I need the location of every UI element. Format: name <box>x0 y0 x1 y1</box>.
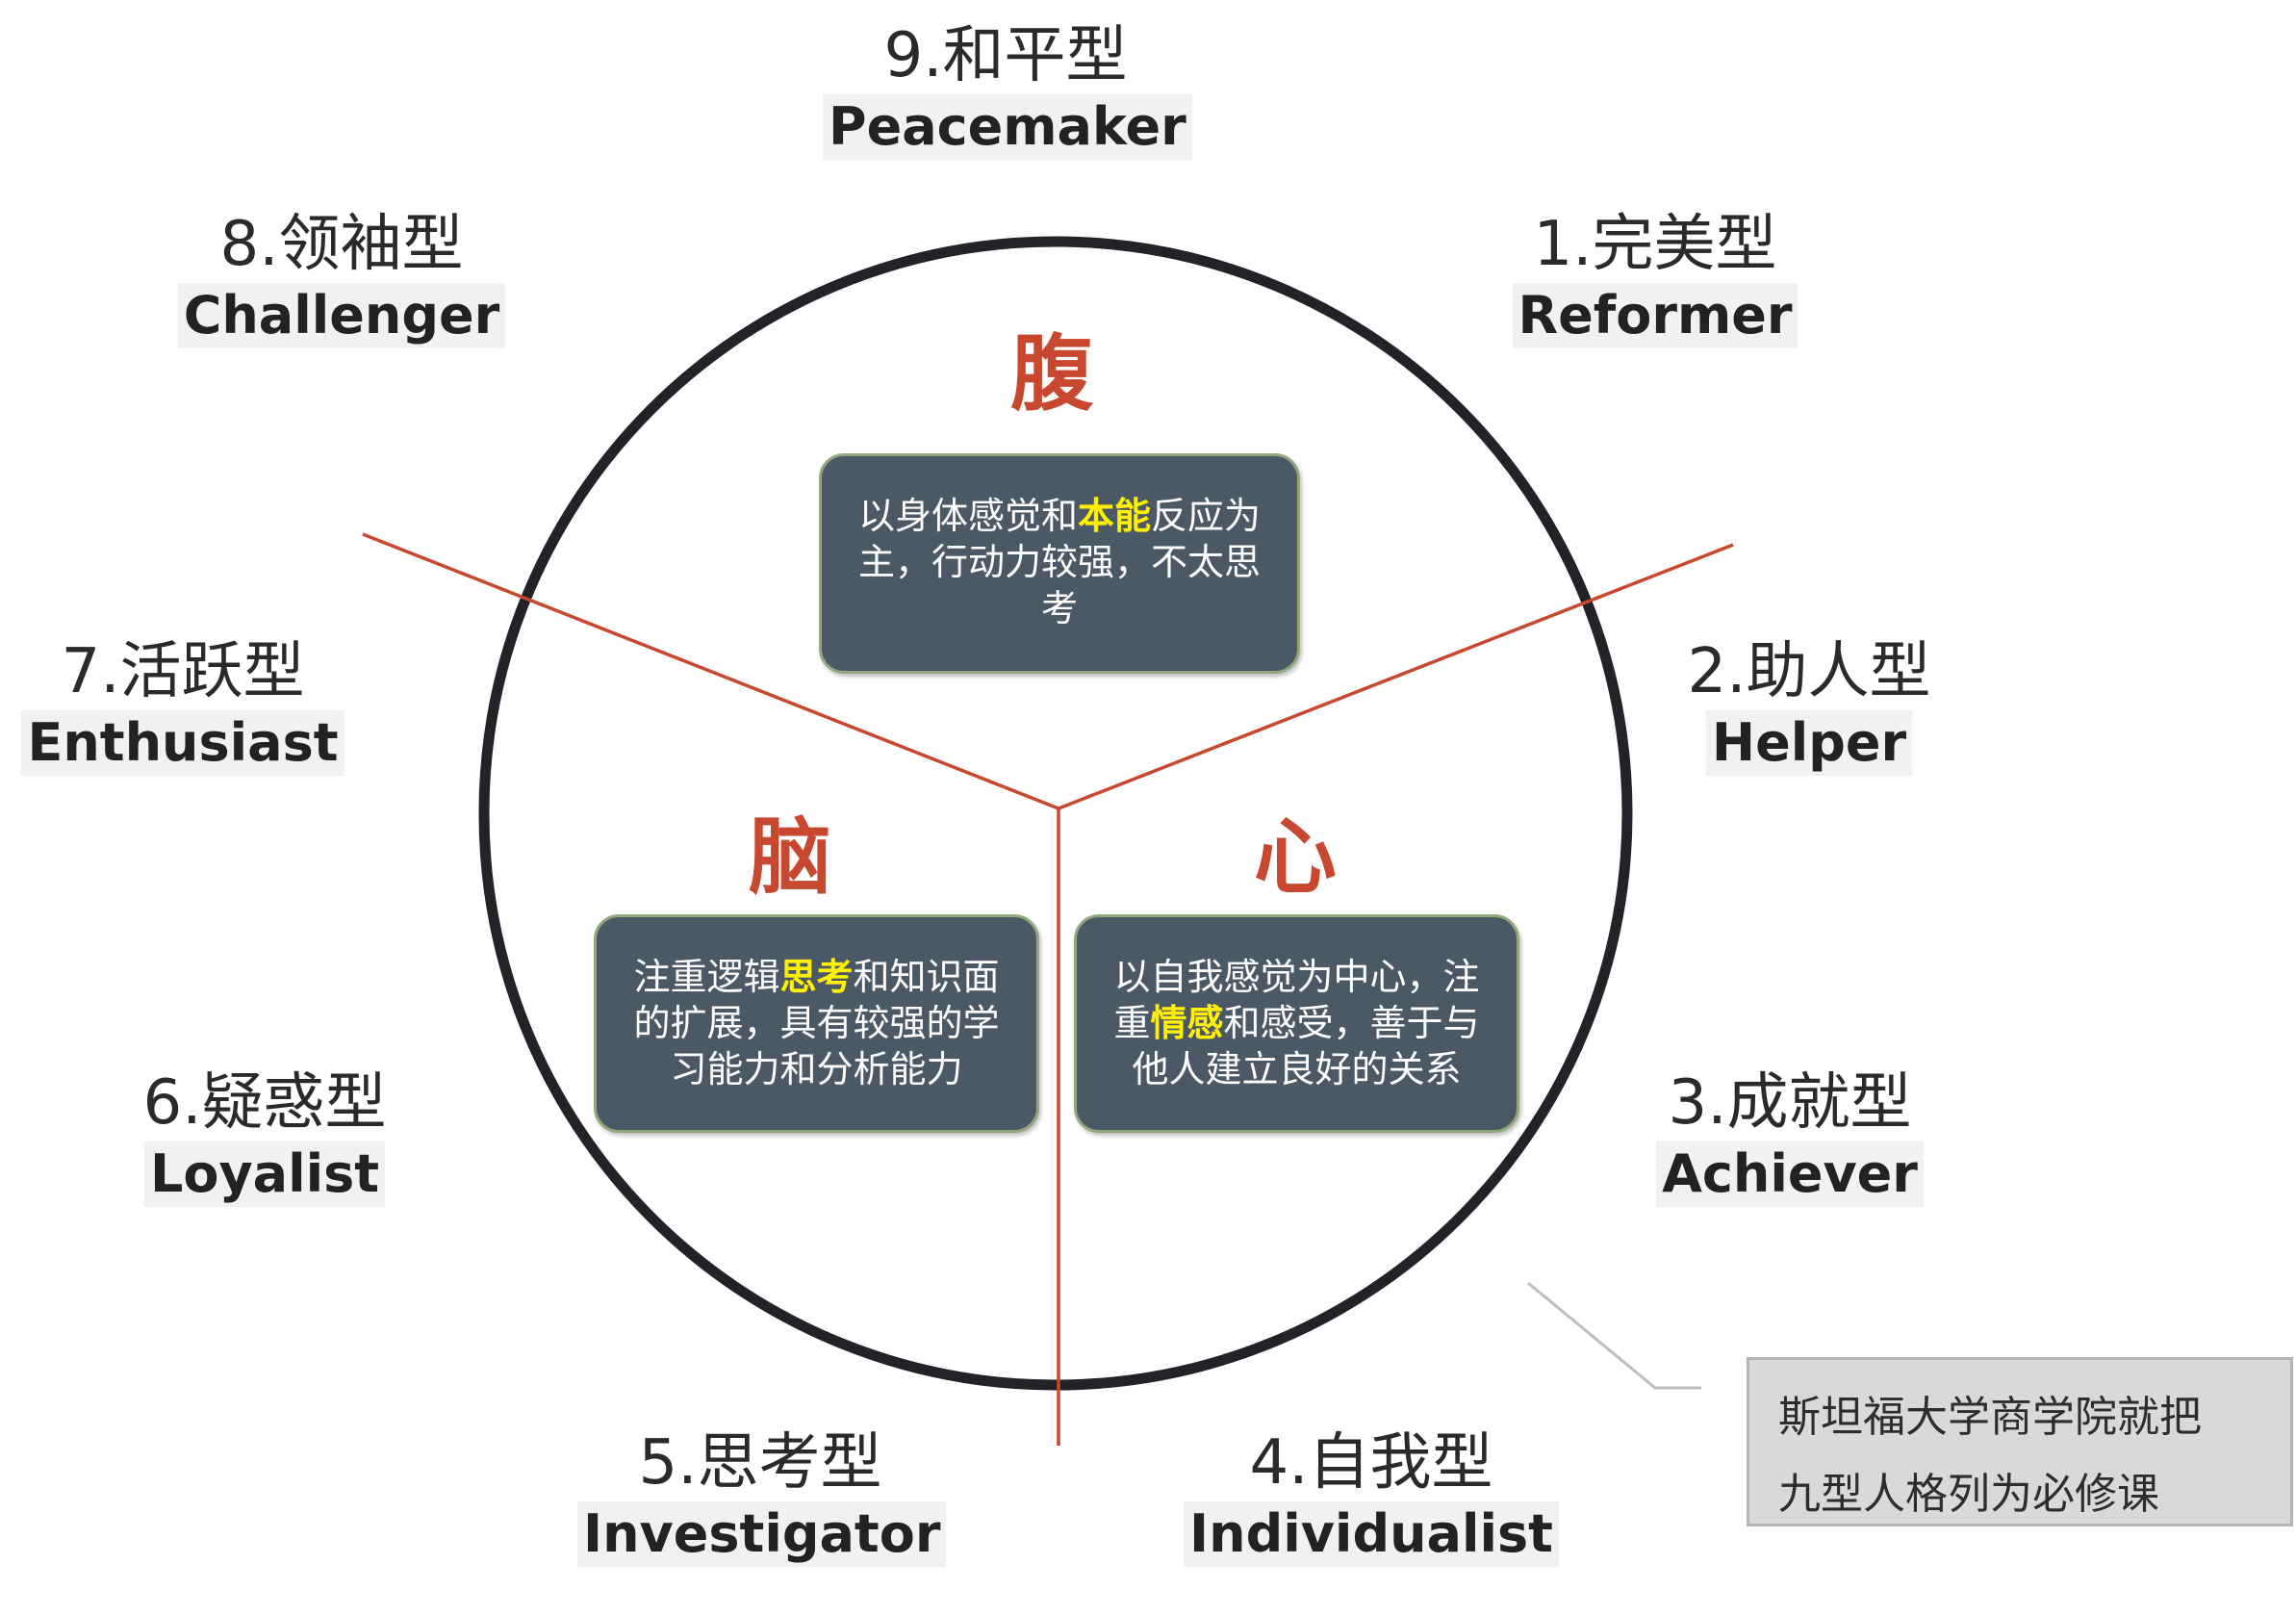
type-4-label: 4.自我型 Individualist <box>1179 1427 1564 1568</box>
type-6-label: 6.疑惑型 Loyalist <box>111 1067 419 1208</box>
gut-description-box: 以身体感觉和本能反应为主，行动力较强，不太思考 <box>819 453 1300 674</box>
heart-center-title: 心 <box>1254 809 1337 906</box>
gut-desc-highlight: 本能 <box>1077 495 1151 537</box>
type-3-label: 3.成就型 Achiever <box>1636 1067 1944 1208</box>
type-5-cn: 5.思考型 <box>638 1427 882 1499</box>
type-9-en: Peacemaker <box>823 93 1192 161</box>
type-9-label: 9.和平型 Peacemaker <box>823 20 1192 161</box>
type-2-label: 2.助人型 Helper <box>1660 636 1958 777</box>
type-2-en: Helper <box>1705 709 1913 777</box>
heart-description-box: 以自我感觉为中心，注重情感和感受，善于与他人建立良好的关系 <box>1074 914 1519 1133</box>
type-3-cn: 3.成就型 <box>1668 1067 1912 1139</box>
type-8-en: Challenger <box>177 282 506 349</box>
type-6-cn: 6.疑惑型 <box>142 1067 387 1139</box>
head-desc-pre: 注重逻辑 <box>633 956 780 998</box>
heart-desc-pre: 以自我感觉为中心，注重 <box>1113 956 1480 1044</box>
type-1-en: Reformer <box>1512 282 1799 349</box>
note-connector <box>1527 1281 1701 1390</box>
type-7-en: Enthusiast <box>21 709 344 777</box>
heart-desc-highlight: 情感 <box>1150 1002 1224 1044</box>
head-desc-post: 和知识面的扩展，具有较强的学习能力和分析能力 <box>633 956 1000 1090</box>
type-6-en: Loyalist <box>143 1141 386 1208</box>
type-4-en: Individualist <box>1184 1501 1559 1568</box>
divider-right <box>1058 543 1734 810</box>
note-line-1: 斯坦福大学商学院就把 <box>1778 1393 2202 1442</box>
gut-center-title: 腹 <box>1010 326 1093 423</box>
type-3-en: Achiever <box>1656 1141 1924 1208</box>
type-8-cn: 8.领袖型 <box>219 209 464 280</box>
gut-desc-post: 反应为主，行动力较强，不太思考 <box>857 495 1262 629</box>
type-1-cn: 1.完美型 <box>1533 209 1777 280</box>
divider-left <box>362 532 1059 810</box>
type-8-label: 8.领袖型 Challenger <box>164 209 520 349</box>
head-desc-highlight: 思考 <box>779 956 854 998</box>
type-7-label: 7.活跃型 Enthusiast <box>19 636 346 777</box>
heart-desc-post: 和感受，善于与他人建立良好的关系 <box>1132 1002 1480 1090</box>
gut-desc-pre: 以身体感觉和 <box>857 495 1078 537</box>
outer-circle <box>478 236 1633 1391</box>
type-9-cn: 9.和平型 <box>883 20 1128 91</box>
head-center-title: 脑 <box>749 809 831 906</box>
head-description-box: 注重逻辑思考和知识面的扩展，具有较强的学习能力和分析能力 <box>594 914 1039 1133</box>
note-box: 斯坦福大学商学院就把 九型人格列为必修课 <box>1747 1357 2293 1526</box>
type-1-label: 1.完美型 Reformer <box>1501 209 1809 349</box>
type-5-en: Investigator <box>577 1501 947 1568</box>
note-line-2: 九型人格列为必修课 <box>1778 1470 2159 1519</box>
type-7-cn: 7.活跃型 <box>61 636 305 707</box>
type-2-cn: 2.助人型 <box>1687 636 1931 707</box>
type-5-label: 5.思考型 Investigator <box>577 1427 947 1568</box>
type-4-cn: 4.自我型 <box>1249 1427 1493 1499</box>
